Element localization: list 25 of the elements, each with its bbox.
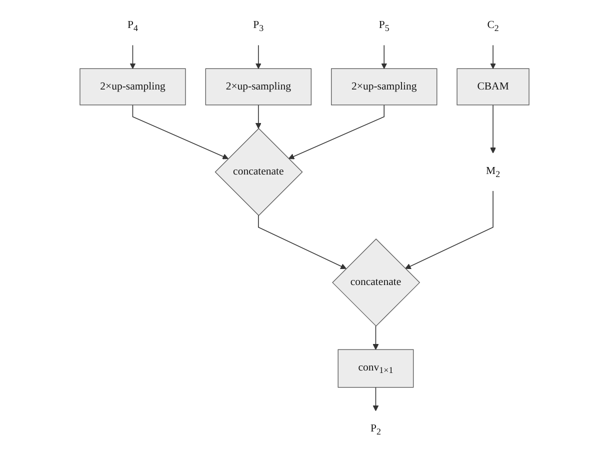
node-text: C$_{2}$	[487, 19, 499, 34]
node-diamond: concatenate	[332, 238, 420, 327]
arrow	[255, 44, 262, 69]
node-box: 2×up-sampling	[331, 68, 438, 106]
node-box: CBAM	[456, 68, 530, 106]
arrow	[490, 44, 496, 69]
node-text: P$_{4}$	[127, 19, 138, 34]
arrow	[381, 44, 388, 69]
arrow	[130, 44, 136, 69]
node-box: 2×up-sampling	[205, 68, 312, 106]
node-text: P$_{2}$	[370, 422, 381, 437]
arrow	[132, 104, 228, 160]
node-text: M$_{2}$	[486, 165, 500, 179]
node-box: conv$_{1×1}$	[338, 349, 414, 388]
arrow	[258, 215, 346, 270]
arrow	[372, 326, 379, 350]
arrow	[255, 104, 262, 129]
arrow	[288, 104, 385, 160]
node-box: 2×up-sampling	[80, 68, 186, 106]
arrow	[372, 386, 379, 412]
arrow	[490, 104, 496, 154]
node-text: P$_{5}$	[378, 19, 390, 34]
node-text: P$_{3}$	[253, 19, 264, 34]
arrow	[405, 190, 494, 270]
node-diamond: concatenate	[214, 128, 303, 216]
